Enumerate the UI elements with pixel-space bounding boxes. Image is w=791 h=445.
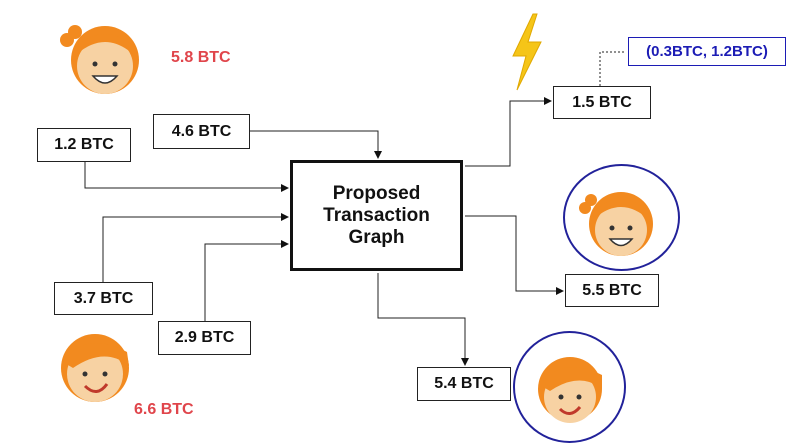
edge-input-2 bbox=[250, 130, 382, 159]
output-box-2: 5.5 BTC bbox=[565, 274, 659, 307]
edge-output-1 bbox=[465, 97, 552, 167]
edge-output-2 bbox=[465, 215, 564, 295]
girl-avatar-icon bbox=[60, 25, 139, 94]
center-label: Proposed Transaction Graph bbox=[323, 182, 430, 248]
participant-amount-2: 6.6 BTC bbox=[134, 401, 194, 418]
edge-input-1 bbox=[84, 162, 289, 192]
output-range-note: (0.3BTC, 1.2BTC) bbox=[628, 37, 786, 66]
input-box-2: 4.6 BTC bbox=[153, 114, 250, 149]
output-box-1: 1.5 BTC bbox=[553, 86, 651, 119]
girl-avatar-ring bbox=[563, 164, 680, 271]
input-box-3: 3.7 BTC bbox=[54, 282, 153, 315]
edge-input-3 bbox=[102, 213, 289, 282]
boy-avatar-ring bbox=[513, 331, 626, 443]
edge-output-3 bbox=[377, 273, 469, 366]
output-box-3: 5.4 BTC bbox=[417, 367, 511, 401]
participant-amount-1: 5.8 BTC bbox=[171, 49, 231, 66]
proposed-transaction-node: Proposed Transaction Graph bbox=[290, 160, 463, 271]
edge-input-4 bbox=[204, 240, 289, 321]
input-box-1: 1.2 BTC bbox=[37, 128, 131, 162]
lightning-icon bbox=[512, 13, 542, 91]
range-link bbox=[599, 51, 626, 86]
boy-avatar-icon bbox=[538, 357, 602, 423]
girl-avatar-icon bbox=[579, 192, 653, 256]
boy-avatar-icon bbox=[61, 334, 129, 402]
input-box-4: 2.9 BTC bbox=[158, 321, 251, 355]
